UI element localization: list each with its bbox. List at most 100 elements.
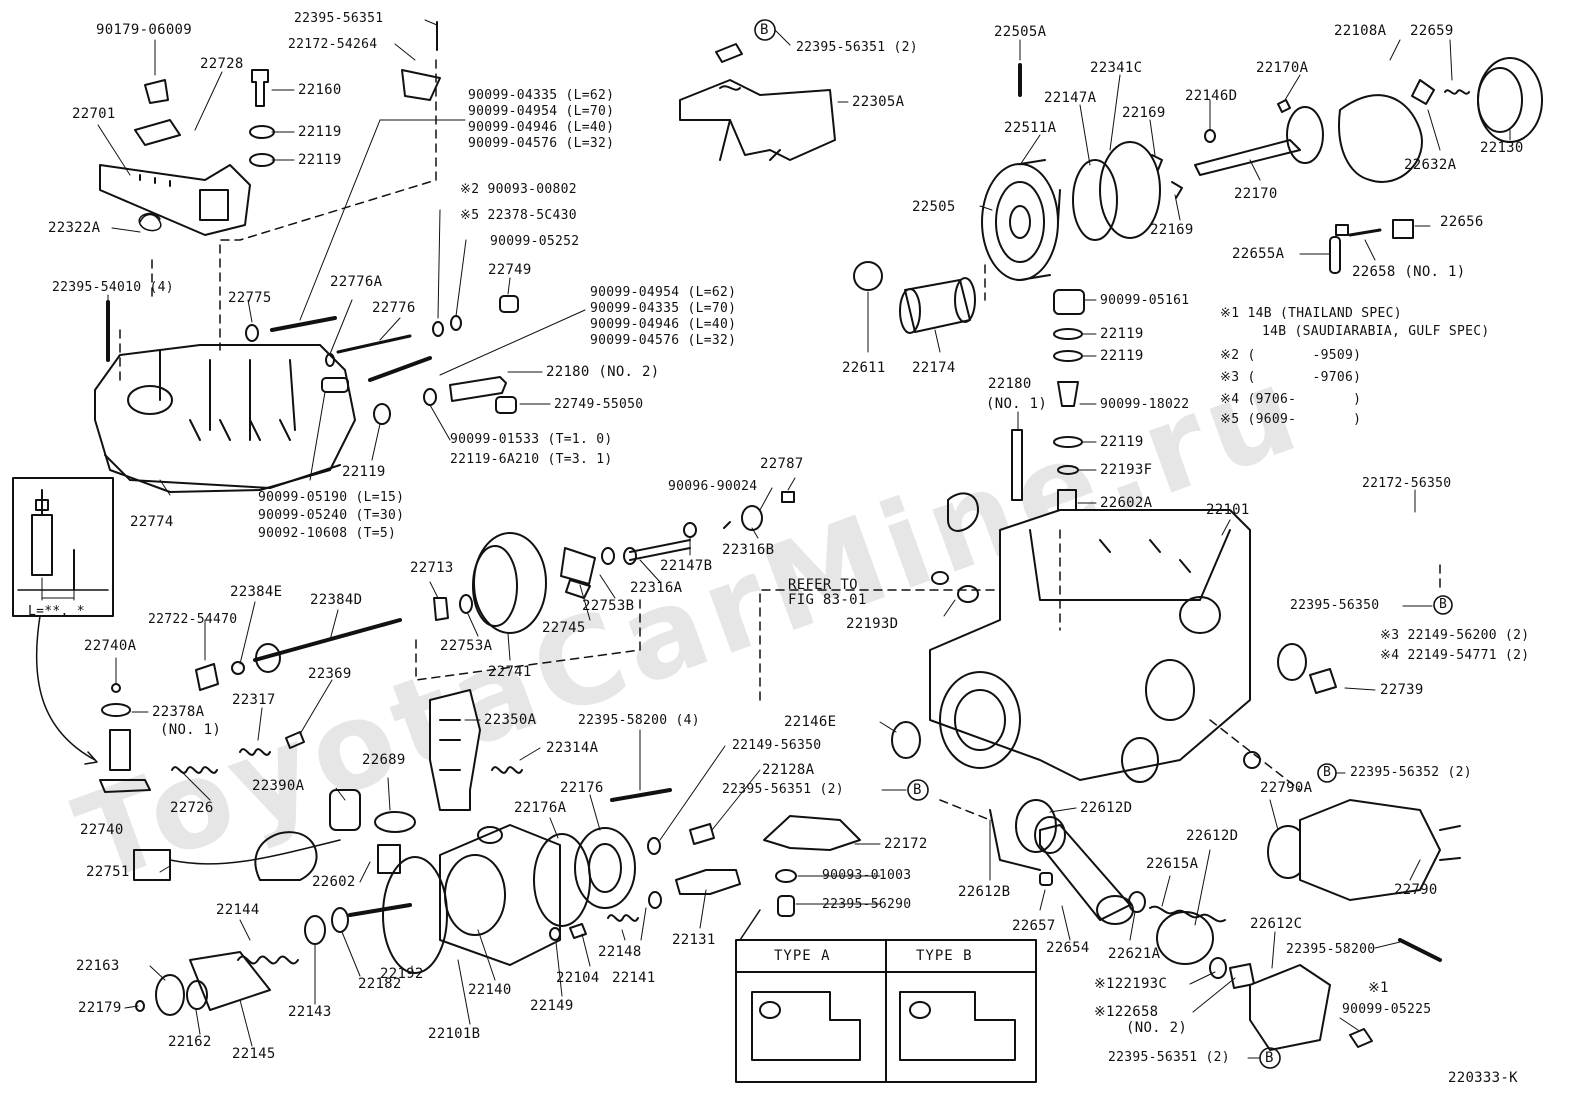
part-label: 22128A xyxy=(762,762,815,778)
part-label: 22741 xyxy=(488,664,532,680)
part-label: 22130 xyxy=(1480,140,1524,156)
part-label: 22395-56350 xyxy=(1290,598,1380,613)
part-label: 22395-56351 (2) xyxy=(796,40,918,55)
part-label: 22119 xyxy=(298,124,342,140)
diagram-id: 220333-K xyxy=(1448,1070,1518,1086)
part-label: 22146D xyxy=(1185,88,1238,104)
part-label: 22722-54470 xyxy=(148,612,238,627)
part-label: 22753A xyxy=(440,638,493,654)
part-label: 90099-04946 (L=40) xyxy=(590,317,737,332)
governor-cover xyxy=(94,344,356,493)
note-4: ※4 (9706- ) xyxy=(1220,392,1362,407)
part-label: 22163 xyxy=(76,958,120,974)
part-label: 22776A xyxy=(330,274,383,290)
part-label: 22176A xyxy=(514,800,567,816)
part-label: 22740A xyxy=(84,638,137,654)
part-label: 22162 xyxy=(168,1034,212,1050)
part-label: ※5 22378-5C430 xyxy=(460,208,577,223)
part-label: 90099-04954 (L=70) xyxy=(468,104,615,119)
part-label: 22612B xyxy=(958,884,1011,900)
part-label: 22316B xyxy=(722,542,775,558)
part-label: 22101 xyxy=(1206,502,1250,518)
part-label: 90092-10608 (T=5) xyxy=(258,526,397,541)
part-label: 22182 xyxy=(358,976,402,992)
part-label: 22169 xyxy=(1122,105,1166,121)
part-label: 22659 xyxy=(1410,23,1454,39)
part-label: 22611 xyxy=(842,360,886,376)
part-label: 22176 xyxy=(560,780,604,796)
part-label: 22148 xyxy=(598,944,642,960)
part-label: 22119 xyxy=(342,464,386,480)
part-label: 22511A xyxy=(1004,120,1057,136)
part-label: 22689 xyxy=(362,752,406,768)
governor-lever xyxy=(99,164,251,236)
part-label: 22193F xyxy=(1100,462,1153,478)
part-label: 22170 xyxy=(1234,186,1278,202)
b-marker-label: B xyxy=(1323,765,1332,780)
part-label: 22160 xyxy=(298,82,342,98)
part-label: 22384E xyxy=(230,584,283,600)
part-label: 22395-58200 (4) xyxy=(578,713,700,728)
part-label: 22192 xyxy=(380,966,424,982)
part-label: 90096-90024 xyxy=(668,479,758,494)
part-label: 22341C xyxy=(1090,60,1143,76)
part-label: 22172-56350 xyxy=(1362,476,1452,491)
part-label: 22615A xyxy=(1146,856,1199,872)
b-marker-label: B xyxy=(760,22,769,38)
part-label: 22369 xyxy=(308,666,352,682)
part-label: 90099-04576 (L=32) xyxy=(590,333,737,348)
part-label: (NO. 2) xyxy=(1126,1020,1188,1036)
part-label: 22787 xyxy=(760,456,804,472)
part-label: 22395-56351 (2) xyxy=(1108,1050,1230,1065)
type-b-title: TYPE B xyxy=(916,948,973,964)
part-label: 22602 xyxy=(312,874,356,890)
part-label: 90099-05161 xyxy=(1100,293,1190,308)
note-1: ※1 14B (THAILAND SPEC) xyxy=(1220,306,1402,321)
part-label: 22146E xyxy=(784,714,837,730)
part-label: 22621A xyxy=(1108,946,1161,962)
inset-detail xyxy=(12,477,114,617)
part-label: 22172 xyxy=(884,836,928,852)
part-label: 90099-18022 xyxy=(1100,397,1190,412)
part-label: 90099-04954 (L=62) xyxy=(590,285,737,300)
part-label: 90099-04335 (L=70) xyxy=(590,301,737,316)
part-label: 22180 xyxy=(988,376,1032,392)
part-label: 22378A xyxy=(152,704,205,720)
part-label: 22193D xyxy=(846,616,899,632)
part-label: 22316A xyxy=(630,580,683,596)
part-label: 22149 xyxy=(530,998,574,1014)
part-label: 22145 xyxy=(232,1046,276,1062)
part-label: 22612D xyxy=(1080,800,1133,816)
part-label: (NO. 1) xyxy=(986,396,1048,412)
part-label: 22119 xyxy=(1100,434,1144,450)
part-label: 22119 xyxy=(298,152,342,168)
part-label: 22751 xyxy=(86,864,130,880)
part-label: 22701 xyxy=(72,106,116,122)
part-label: 22322A xyxy=(48,220,101,236)
part-label: 22790 xyxy=(1394,882,1438,898)
part-label: 22775 xyxy=(228,290,272,306)
inset-dimension-label: L=**. * xyxy=(28,604,85,619)
pump-housing-22101 xyxy=(929,509,1251,783)
part-label: 22776 xyxy=(372,300,416,316)
part-label: ※4 22149-54771 (2) xyxy=(1380,648,1530,663)
part-label: 22505 xyxy=(912,199,956,215)
part-label: 22745 xyxy=(542,620,586,636)
part-label: 22632A xyxy=(1404,157,1457,173)
part-label: 90099-05225 xyxy=(1342,1002,1432,1017)
part-label: ※2 90093-00802 xyxy=(460,182,577,197)
part-label: 22317 xyxy=(232,692,276,708)
part-label: 22131 xyxy=(672,932,716,948)
part-label: 22656 xyxy=(1440,214,1484,230)
part-label: 22658 (NO. 1) xyxy=(1352,264,1466,280)
part-label: 90099-04335 (L=62) xyxy=(468,88,615,103)
part-label: 90099-05190 (L=15) xyxy=(258,490,405,505)
part-label: 22655A xyxy=(1232,246,1285,262)
part-label: 22395-58200 xyxy=(1286,942,1376,957)
note-2: ※2 ( -9509) xyxy=(1220,348,1362,363)
part-label: 22395-56351 (2) xyxy=(722,782,844,797)
b-markers xyxy=(754,19,1453,1069)
part-label: 22104 xyxy=(556,970,600,986)
part-label: 22739 xyxy=(1380,682,1424,698)
part-label: 22612D xyxy=(1186,828,1239,844)
